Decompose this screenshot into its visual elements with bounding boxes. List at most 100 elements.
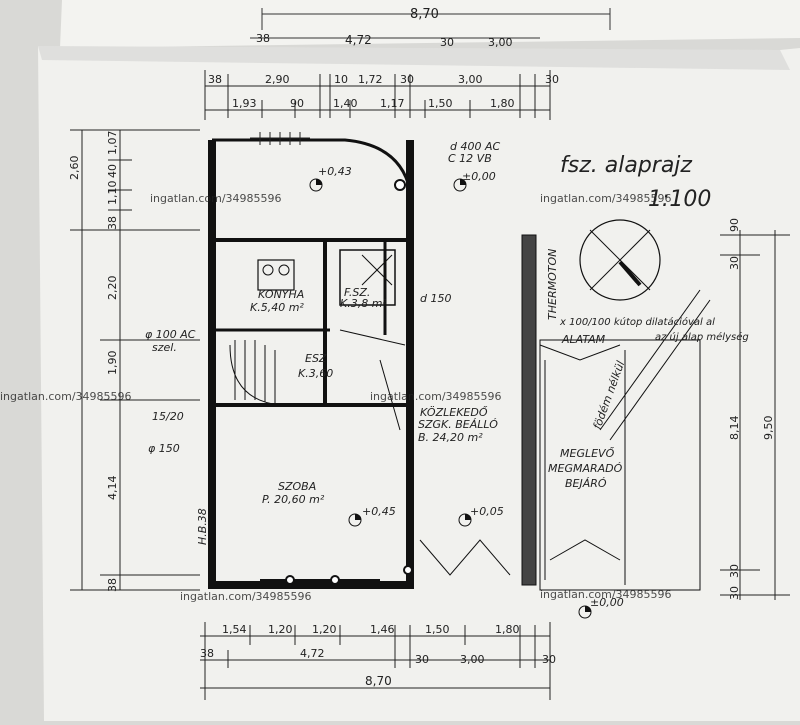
room-szoba-name: SZOBA (278, 480, 316, 493)
note-dilat: x 100/100 kútop dilatációval al (559, 316, 715, 328)
left-dim-107: 1,07 (106, 131, 119, 156)
back-dim-30: 30 (440, 36, 454, 49)
watermark-6: ingatlan.com/34985596 (540, 588, 672, 601)
watermark-5: ingatlan.com/34985596 (180, 590, 312, 603)
back-dim-472: 4,72 (345, 33, 372, 47)
left-dimension-lines (70, 129, 200, 591)
right-dim-30c: 30 (728, 586, 741, 600)
level-000a: ±0,00 (462, 170, 496, 183)
bottom-dim-300: 3,00 (460, 653, 485, 666)
watermark-3: ingatlan.com/34985596 (0, 390, 132, 403)
alatam-label: ALATAM (561, 333, 606, 346)
top-dim-300: 3,00 (458, 73, 483, 86)
right-dim-30b: 30 (728, 564, 741, 578)
top-dim-193: 1,93 (232, 97, 257, 110)
top-dim-180: 1,80 (490, 97, 515, 110)
bottom-dim-180: 1,80 (495, 623, 520, 636)
top-dimension-lines (204, 70, 551, 120)
bottom-dimension-lines (200, 622, 551, 700)
top-dim-117: 1,17 (380, 97, 405, 110)
bottom-dim-120b: 1,20 (312, 623, 337, 636)
top-dim-30b: 30 (545, 73, 559, 86)
room-fsz-name: F.SZ. (344, 286, 370, 299)
north-arrow-needle (618, 260, 642, 287)
paper-shadow (38, 46, 790, 70)
room-fsz-area: K.3,8 m² (340, 297, 387, 310)
right-dimension-lines (720, 230, 790, 600)
left-dim-110: 1,10 (106, 181, 119, 206)
level-markers (285, 178, 592, 619)
room-esz-area: K.3,60 (298, 367, 333, 380)
top-dim-90: 90 (290, 97, 304, 110)
watermark-4: ingatlan.com/34985596 (370, 390, 502, 403)
room-szoba-area: P. 20,60 m² (262, 493, 325, 506)
level-005: +0,05 (470, 505, 504, 518)
left-dim-38b: 38 (106, 578, 119, 592)
left-dim-38a: 38 (106, 216, 119, 230)
level-043: +0,43 (318, 165, 352, 178)
paper-front-sheet (38, 46, 800, 721)
level-045: +0,45 (362, 505, 396, 518)
left-dim-260: 2,60 (68, 156, 81, 181)
building-outline (208, 138, 414, 589)
right-dim-950: 9,50 (762, 416, 775, 441)
bottom-dim-120a: 1,20 (268, 623, 293, 636)
top-dim-10: 10 (334, 73, 348, 86)
right-dim-814: 8,14 (728, 416, 741, 441)
north-arrow-circle (579, 219, 661, 301)
top-dim-30a: 30 (400, 73, 414, 86)
bottom-dim-146: 1,46 (370, 623, 395, 636)
left-dim-220: 2,20 (106, 276, 119, 301)
note-ac: φ 100 AC (145, 328, 196, 341)
left-dim-190: 1,90 (106, 351, 119, 376)
room-kozlekedo-sub: SZGK. BEÁLLÓ (418, 418, 498, 431)
bottom-dim-472: 4,72 (300, 647, 325, 660)
left-dim-40: 40 (106, 164, 119, 178)
note-gas: d 400 AC (450, 140, 500, 153)
plan-scale: 1:100 (648, 187, 711, 212)
right-dim-90: 90 (728, 218, 741, 232)
top-dim-150: 1,50 (428, 97, 453, 110)
note-ac2: szel. (152, 341, 177, 354)
room-kozlekedo-area: B. 24,20 m² (418, 431, 483, 444)
driveway-structure (419, 234, 711, 591)
existing-label-2: MEGMARADÓ (548, 462, 623, 475)
back-dim-870: 8,70 (410, 7, 439, 22)
watermark-2: ingatlan.com/34985596 (540, 192, 672, 205)
watermark-1: ingatlan.com/34985596 (150, 192, 282, 205)
top-dim-290: 2,90 (265, 73, 290, 86)
note-dilat2: az új alap mélység (655, 331, 749, 343)
room-konyha-area: K.5,40 m² (250, 301, 304, 314)
note-hb: H.B.38 (196, 508, 209, 545)
room-esz-name: ESZ (305, 352, 327, 365)
existing-label-3: BEJÁRÓ (565, 477, 607, 490)
north-arrow-line2 (589, 229, 651, 291)
paper-back-sheet (60, 0, 800, 48)
bottom-dim-30b: 30 (542, 653, 556, 666)
bottom-dim-870: 8,70 (365, 674, 392, 688)
room-kozlekedo-name: KÖZLEKEDŐ (420, 405, 488, 419)
bottom-dim-150: 1,50 (425, 623, 450, 636)
top-dim-172: 1,72 (358, 73, 383, 86)
room-konyha-name: KONYHA (258, 288, 304, 301)
note-pipe2: φ 150 (148, 442, 180, 455)
bottom-dim-38: 38 (200, 647, 214, 660)
top-dim-140: 1,40 (333, 97, 358, 110)
right-dim-30a: 30 (728, 256, 741, 270)
back-dim-300: 3,00 (488, 36, 513, 49)
bottom-dim-30a: 30 (415, 653, 429, 666)
level-000b: ±0,00 (590, 596, 624, 609)
note-gas2: C 12 VB (448, 152, 492, 165)
note-pipe: d 150 (420, 292, 451, 305)
bottom-dim-154: 1,54 (222, 623, 247, 636)
plan-title: fsz. alaprajz (560, 153, 692, 178)
existing-label-1: MEGLEVŐ (560, 446, 615, 460)
note-ratio: 15/20 (152, 410, 184, 423)
stair-ticks (250, 132, 310, 145)
thermoton-label: THERMOTON (546, 249, 559, 320)
top-dim-38: 38 (208, 73, 222, 86)
back-dim-38: 38 (256, 32, 270, 45)
left-dim-414: 4,14 (106, 476, 119, 501)
